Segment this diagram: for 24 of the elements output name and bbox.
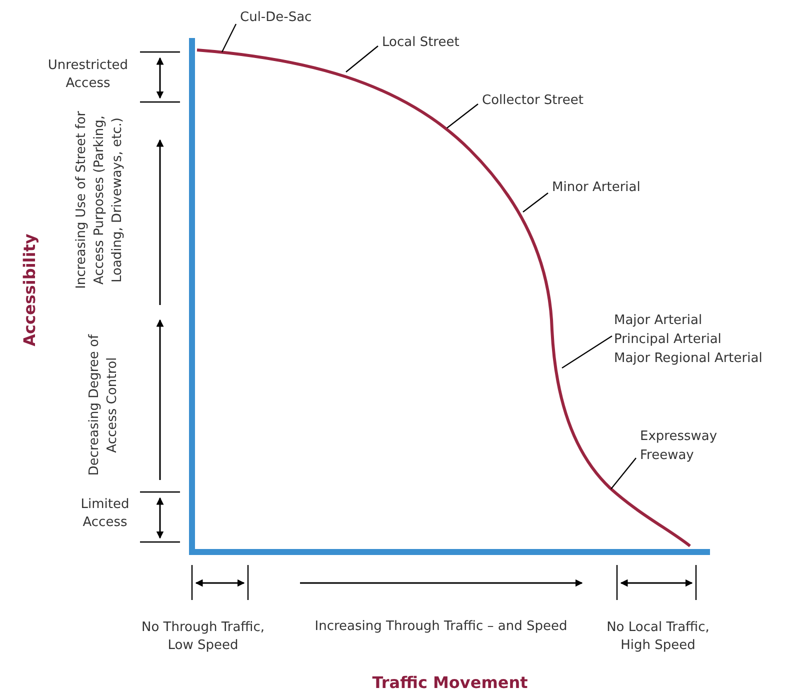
leader-line	[610, 458, 636, 490]
range-label: Decreasing Degree of Access Control	[86, 333, 121, 478]
street-type-label: Local Street	[382, 34, 460, 52]
street-type-label: Collector Street	[482, 92, 584, 110]
street-type-label: Principal Arterial	[614, 331, 722, 349]
leader-line	[346, 46, 378, 72]
street-type-label: Minor Arterial	[552, 179, 640, 197]
leader-line	[522, 192, 548, 212]
leader-line	[562, 336, 612, 368]
range-label: No Local Traffic, High Speed	[606, 619, 710, 655]
axis-title: Accessibility	[21, 232, 39, 348]
range-label: Increasing Through Traffic – and Speed	[314, 618, 568, 636]
street-type-label: Major Regional Arterial	[614, 350, 762, 368]
street-type-label: Expressway	[640, 428, 718, 446]
axis-title: Traffic Movement	[371, 674, 529, 692]
range-label: Unrestricted Access	[46, 57, 130, 93]
street-type-label: Cul-De-Sac	[240, 9, 312, 27]
leader-line	[221, 24, 237, 52]
street-type-label: Freeway	[640, 447, 695, 465]
range-label: Limited Access	[80, 496, 130, 532]
range-label: Increasing Use of Street for Access Purposes (Parking, Loading, Driveways, etc.)	[73, 110, 126, 291]
leader-line	[446, 104, 478, 128]
range-label: No Through Traffic, Low Speed	[140, 619, 266, 655]
street-type-label: Major Arterial	[614, 312, 704, 330]
